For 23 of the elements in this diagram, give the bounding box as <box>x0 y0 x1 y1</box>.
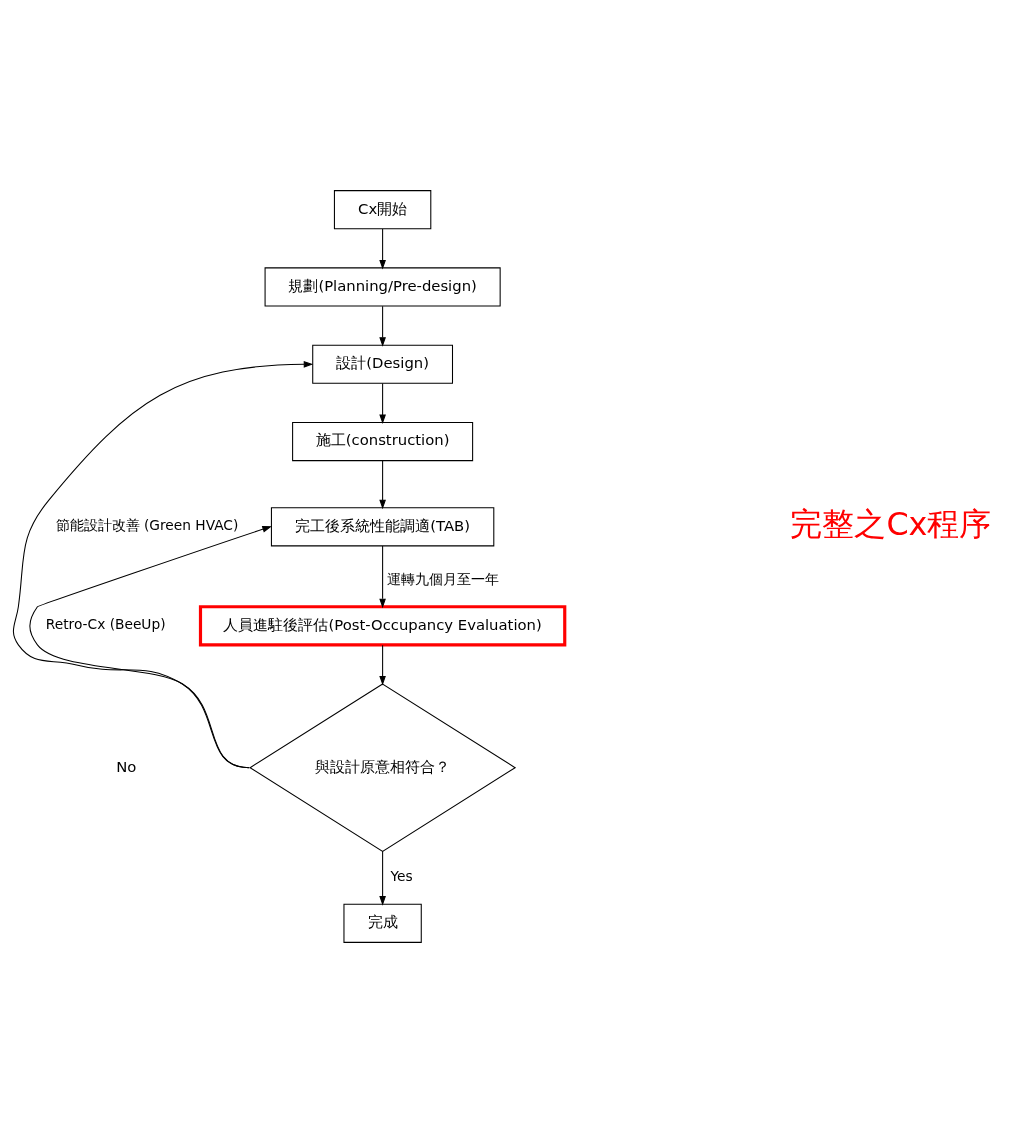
edge-label: Retro-Cx (BeeUp) <box>45 616 166 633</box>
node-box: 完成 <box>342 903 422 943</box>
arrow <box>28 526 272 769</box>
node-box: Cx開始 <box>333 190 431 230</box>
label: No <box>115 757 136 775</box>
node-box: 規劃(Planning/Pre-design) <box>264 267 501 307</box>
arrow <box>378 305 386 347</box>
edge-label: 節能設計改善 (Green HVAC) <box>55 517 238 534</box>
arrow <box>378 228 386 270</box>
arrow <box>378 383 386 425</box>
arrow <box>378 850 386 906</box>
node-box: 人員進駐後評估(Post-Occupancy Evaluation) <box>198 605 566 647</box>
arrow <box>378 460 386 510</box>
arrow <box>378 644 386 686</box>
arrow <box>12 360 313 769</box>
edge-label: 運轉九個月至一年 <box>386 570 499 587</box>
node-box: 完工後系統性能調適(TAB) <box>270 507 494 547</box>
label: 完整之Cx程序 <box>789 505 991 542</box>
node-box: 設計(Design) <box>311 344 453 384</box>
arrow <box>378 545 386 609</box>
edge-label: Yes <box>390 868 413 885</box>
node-box: 施工(construction) <box>291 421 473 462</box>
node-diamond: 與設計原意相符合？ <box>248 683 516 852</box>
